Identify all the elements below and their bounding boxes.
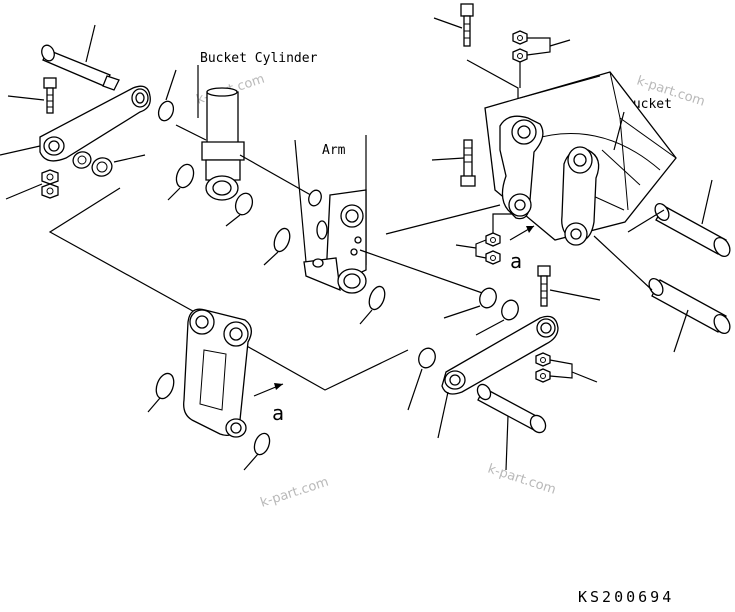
drawing-code: KS200694 [578,588,674,606]
leader-line [359,249,489,296]
watermark: k-part.com [486,462,558,498]
bolt-upper-right [433,3,519,110]
washer-near-cylinder [157,100,175,122]
oring [316,220,328,240]
bucket [484,71,677,246]
pin-bucket-lower [593,235,731,353]
arm-label: Arm [322,143,346,158]
bolt-lower-right [537,265,601,307]
oring [253,432,271,456]
washer [175,163,195,189]
arrow-a-lower [253,383,284,397]
link-lower-right [437,315,559,439]
watermark: k-part.com [259,475,331,511]
bolt-bucket-left [431,139,476,187]
oring [368,285,386,311]
nut-pair-left [5,169,59,200]
bolt-upper-left [7,77,57,114]
leader-line [239,154,317,199]
washer [418,347,436,369]
pin-upper-left [41,24,120,91]
bucket-cylinder-label: Bucket Cylinder [200,51,318,66]
leader-line [385,204,501,235]
bucket-cylinder [197,65,245,201]
oring [308,189,322,207]
washer [479,287,497,309]
pin-lower-right [476,383,547,471]
washers-left [72,151,146,177]
arm [294,135,367,294]
link-lower-center [183,308,252,438]
leader-line [175,124,207,141]
arrow-a-upper [509,225,535,241]
washer [234,192,254,216]
leader-line [48,187,201,316]
pin-bucket-upper [627,179,731,257]
oring [155,372,175,400]
view-a-label-upper: a [510,249,522,273]
nut-pair-lower-right [535,352,598,383]
nut-pair-bucket [455,213,514,265]
washer [501,299,519,321]
oring [273,227,291,253]
nut-pair-upper-right [512,30,571,88]
link-upper-left [0,85,151,162]
leader-line [235,339,409,391]
view-a-label-lower: a [272,401,284,425]
